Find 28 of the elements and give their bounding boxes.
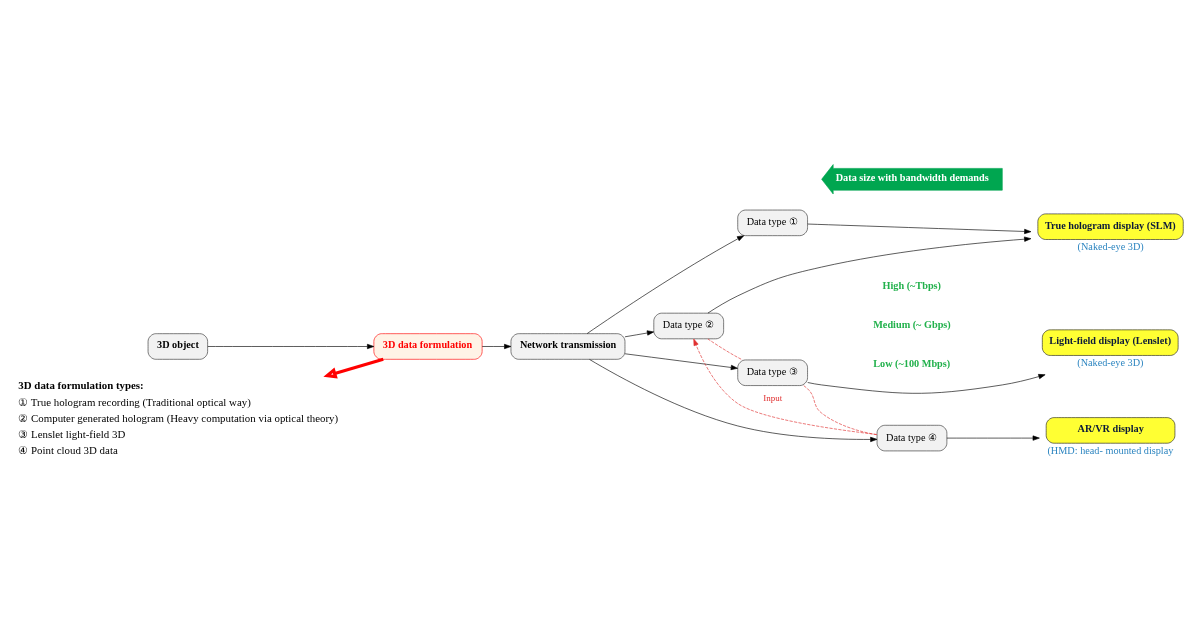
node-box: Network transmission — [510, 332, 626, 360]
arrow — [693, 338, 878, 435]
arrow — [207, 343, 375, 349]
node-box: 3D object — [147, 332, 208, 360]
arrow — [624, 352, 738, 370]
connector — [707, 338, 743, 360]
arrow — [589, 358, 878, 442]
arrow — [481, 343, 512, 349]
node-label: (HMD: head- mounted display — [1047, 444, 1174, 456]
edge-label: Input — [763, 392, 783, 403]
node-box: Data type ③ — [737, 359, 808, 386]
arrow — [323, 357, 384, 379]
label: High (~Tbps) — [882, 279, 942, 291]
label: Medium (~ Gbps) — [873, 318, 951, 330]
node-label: (Naked-eye 3D) — [1077, 240, 1144, 252]
arrow — [807, 373, 1046, 394]
node-text: 3D data formulation types: ① True hologram recording (Traditional optical way) ② Computer generated hologram (Heavy computation via optical theory) ③ Lenslet light-field 3D ④ Point cloud 3D data — [18, 378, 339, 456]
arrow — [624, 329, 654, 337]
node-box: Data type ② — [653, 312, 724, 339]
arrow — [946, 435, 1040, 441]
node-box: 3D data formulation — [373, 332, 483, 360]
arrow — [586, 234, 745, 334]
arrow — [807, 223, 1032, 234]
node-label: (Naked-eye 3D) — [1077, 356, 1144, 368]
label: Low (~100 Mbps) — [873, 357, 951, 369]
node-box: Data type ④ — [876, 424, 948, 451]
node-box: Data type ① — [737, 209, 808, 236]
arrow — [707, 236, 1032, 313]
